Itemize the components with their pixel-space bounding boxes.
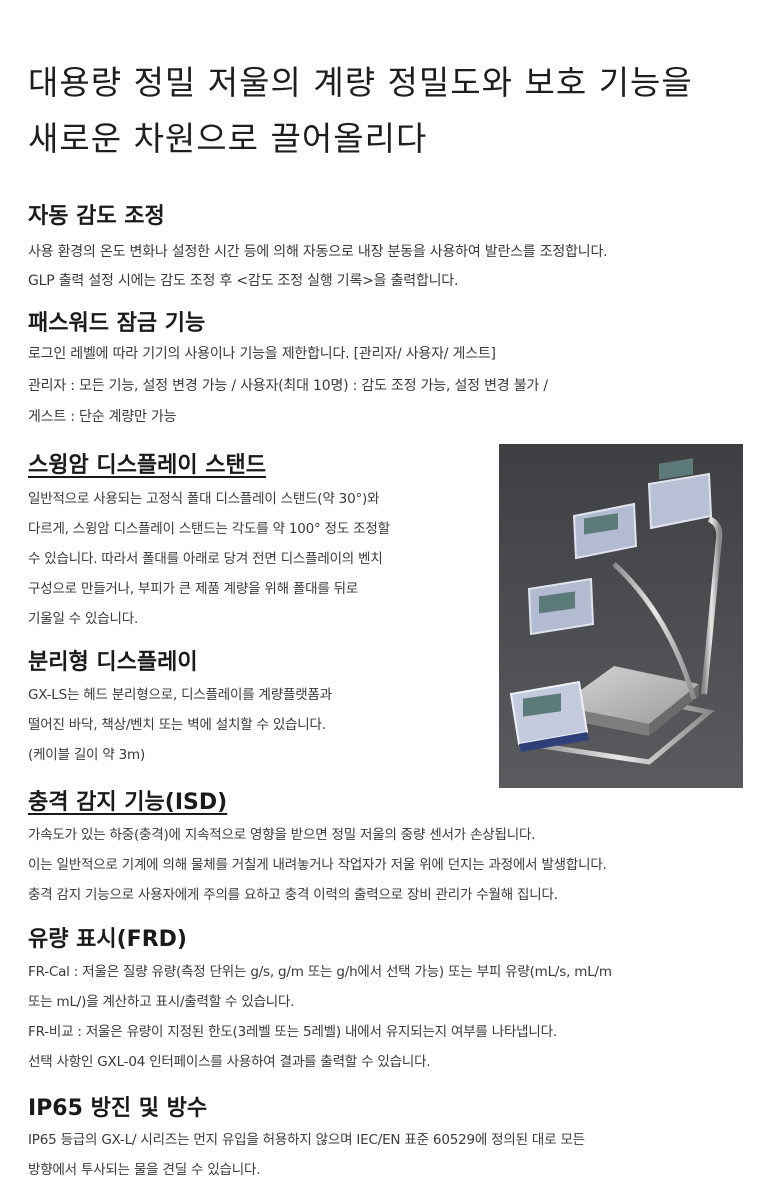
display-unit-lower <box>527 577 595 636</box>
password-lock-text: 관리자 : 모든 기능, 설정 변경 가능 / 사용자(최대 10명) : 감도… <box>28 378 548 394</box>
impact-detection-text: 이는 일반적으로 기계에 의해 물체를 거칠게 내려놓거나 작업자가 저울 위에… <box>28 857 607 873</box>
headline-line-1: 대용량 정밀 저울의 계량 정밀도와 보호 기능을 <box>28 63 693 102</box>
flow-rate-text: 선택 사항인 GXL-04 인터페이스를 사용하여 결과를 출력할 수 있습니다… <box>28 1054 431 1070</box>
auto-calibration-text: GLP 출력 설정 시에는 감도 조정 후 <감도 조정 실행 기록>을 출력합… <box>28 273 459 289</box>
display-unit-middle <box>572 502 638 560</box>
swing-arm-text: 기울일 수 있습니다. <box>28 611 139 627</box>
scale-product-illustration <box>499 444 743 788</box>
display-unit-top <box>647 458 713 530</box>
impact-detection-title: 충격 감지 기능(ISD) <box>28 790 228 815</box>
flow-rate-text: FR-Cal : 저울은 질량 유량(측정 단위는 g/s, g/m 또는 g/… <box>28 964 612 980</box>
password-lock-text: 게스트 : 단순 계량만 가능 <box>28 409 177 425</box>
flow-rate-text: 또는 mL/)을 계산하고 표시/출력할 수 있습니다. <box>28 994 295 1010</box>
display-unit-front <box>509 680 589 752</box>
impact-detection-text: 충격 감지 기능으로 사용자에게 주의를 요하고 충격 이력의 출력으로 장비 … <box>28 887 558 903</box>
flow-rate-text: FR-비교 : 저울은 유량이 지정된 한도(3레벨 또는 5레벨) 내에서 유… <box>28 1024 557 1040</box>
separate-display-text: GX-LS는 헤드 분리형으로, 디스플레이를 계량플랫폼과 <box>28 687 332 703</box>
ip65-text: 방향에서 투사되는 물을 견딜 수 있습니다. <box>28 1162 261 1178</box>
auto-calibration-text: 사용 환경의 온도 변화나 설정한 시간 등에 의해 자동으로 내장 분동을 사… <box>28 244 608 260</box>
scale-swing-arm-product-photo <box>499 444 743 788</box>
separate-display-title: 분리형 디스플레이 <box>28 650 198 675</box>
password-lock-text: 로그인 레벨에 따라 기기의 사용이나 기능을 제한합니다. [관리자/ 사용자… <box>28 346 496 362</box>
swing-arm-text: 구성으로 만들거나, 부피가 큰 제품 계량을 위해 폴대를 뒤로 <box>28 581 359 597</box>
headline-line-2: 새로운 차원으로 끌어올리다 <box>28 119 428 158</box>
page-headline: 대용량 정밀 저울의 계량 정밀도와 보호 기능을 새로운 차원으로 끌어올리다 <box>28 55 768 167</box>
ip65-text: IP65 등급의 GX-L/ 시리즈는 먼지 유입을 허용하지 않으며 IEC/… <box>28 1132 585 1148</box>
auto-calibration-title: 자동 감도 조정 <box>28 204 165 229</box>
flow-rate-title: 유량 표시(FRD) <box>28 927 187 952</box>
separate-display-text: (케이블 길이 약 3m) <box>28 747 146 763</box>
ip65-title: IP65 방진 및 방수 <box>28 1096 208 1121</box>
impact-detection-text: 가속도가 있는 하중(충격)에 지속적으로 영향을 받으면 정밀 저울의 중량 … <box>28 827 536 843</box>
separate-display-text: 떨어진 바닥, 책상/벤치 또는 벽에 설치할 수 있습니다. <box>28 717 326 733</box>
swing-arm-title: 스윙암 디스플레이 스탠드 <box>28 453 266 478</box>
swing-arm-text: 일반적으로 사용되는 고정식 폴대 디스플레이 스탠드(약 30°)와 <box>28 491 380 507</box>
swing-arm-text: 다르게, 스윙암 디스플레이 스탠드는 각도를 약 100° 정도 조정할 <box>28 521 390 537</box>
swing-arm-text: 수 있습니다. 따라서 폴대를 아래로 당겨 전면 디스플레이의 벤치 <box>28 551 383 567</box>
password-lock-title: 패스워드 잠금 기능 <box>28 311 206 336</box>
